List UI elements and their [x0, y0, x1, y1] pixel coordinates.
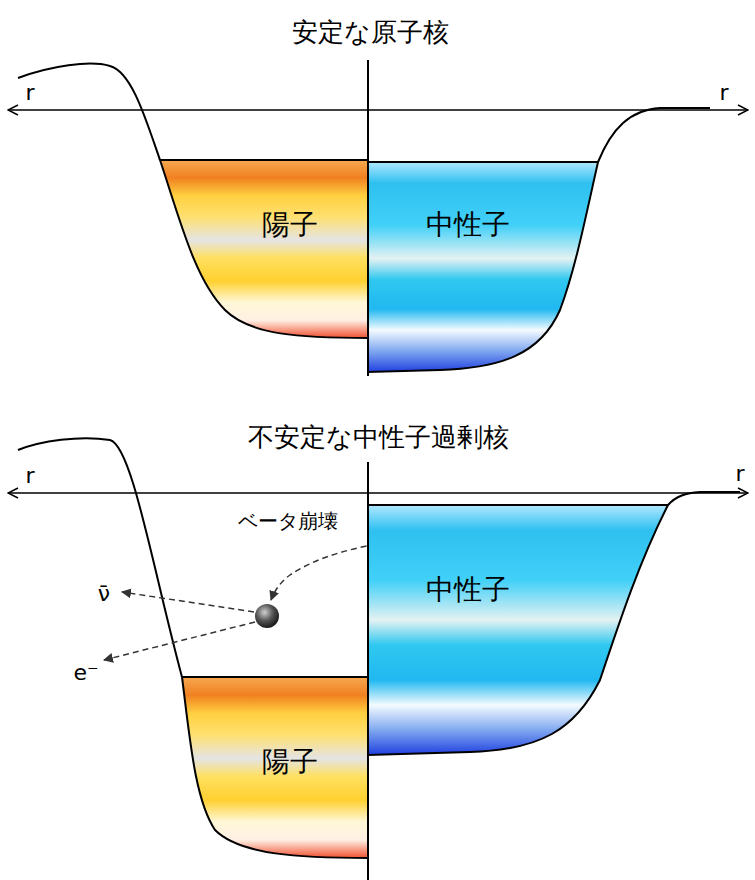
proton-potential [18, 438, 182, 677]
well-fill [368, 505, 668, 755]
neutron-potential [598, 108, 710, 162]
particle-symbol: e⁻ [73, 660, 98, 685]
heading: 不安定な中性子過剰核 [248, 420, 509, 455]
process-label: ベータ崩壊 [238, 508, 338, 535]
neutron-potential [668, 492, 740, 505]
r-axis [8, 109, 748, 111]
proton-particle [255, 604, 279, 628]
electron-arrow [104, 622, 255, 660]
axes [8, 110, 748, 493]
well-fill [182, 677, 368, 858]
proton-well: 陽子 [180, 675, 370, 860]
axis-label: r [735, 461, 744, 486]
proton-well: 陽子 [158, 158, 370, 340]
neutron-well: 中性子 [366, 503, 670, 757]
neutron-well: 中性子 [366, 160, 600, 374]
particle-symbol: ν̄ [98, 581, 110, 606]
particle-name: 中性子 [426, 206, 510, 244]
proton-potential [18, 64, 160, 160]
axis-label: r [25, 80, 34, 105]
well-shape [366, 503, 670, 757]
heading: 安定な原子核 [292, 15, 449, 50]
particle-name: 陽子 [262, 206, 318, 244]
axis-label: r [719, 80, 728, 105]
well-fill [368, 162, 598, 372]
well-shape [366, 160, 600, 374]
particle-name: 陽子 [262, 743, 318, 781]
particle-name: 中性子 [426, 571, 510, 609]
antineutrino-arrow [122, 592, 254, 612]
potential-curves [18, 60, 740, 880]
well-fill [160, 160, 368, 338]
axis-label: r [25, 463, 34, 488]
r-axis [8, 492, 748, 494]
well-shape [158, 158, 370, 340]
